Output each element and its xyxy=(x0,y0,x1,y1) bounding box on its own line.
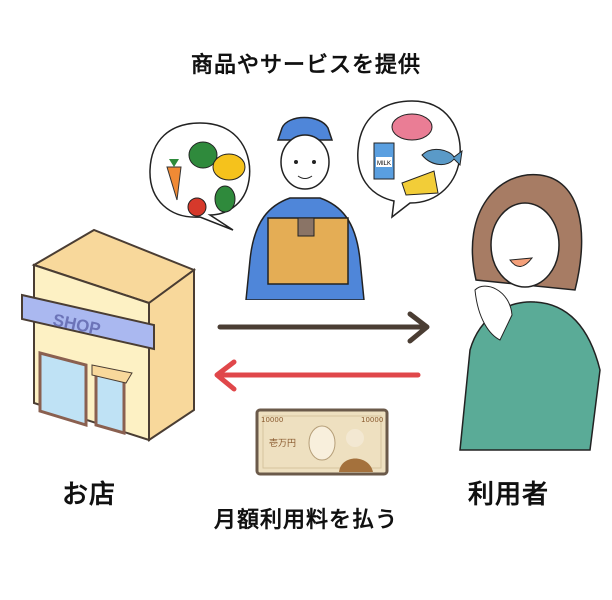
fish-icon xyxy=(421,148,463,167)
shop-label: お店 xyxy=(62,480,117,510)
pumpkin-icon xyxy=(212,153,246,181)
carrot-icon xyxy=(166,159,182,201)
svg-text:10000: 10000 xyxy=(261,416,283,424)
svg-text:10000: 10000 xyxy=(361,416,383,424)
courier-illustration xyxy=(245,116,365,300)
flow-arrows xyxy=(214,311,430,392)
cheese-icon xyxy=(401,170,439,196)
svg-text:壱万円: 壱万円 xyxy=(269,437,296,449)
vegetables-bubble xyxy=(149,122,251,231)
tomato-icon xyxy=(187,197,207,217)
green-pepper-icon xyxy=(188,141,218,169)
meat-icon xyxy=(391,113,433,141)
arrow-right-icon xyxy=(217,311,430,344)
arrow-left-icon xyxy=(214,359,421,392)
groceries-bubble: MILK xyxy=(357,100,463,219)
bell-pepper-icon xyxy=(214,185,236,213)
user-illustration xyxy=(459,173,601,451)
svg-text:MILK: MILK xyxy=(377,161,391,167)
banknote-icon: 10000 10000 壱万円 xyxy=(255,408,389,476)
payment-label: 月額利用料を払う xyxy=(213,508,398,533)
shop-building: SHOP xyxy=(21,228,197,442)
title: 商品やサービスを提供 xyxy=(190,53,421,78)
user-label: 利用者 xyxy=(468,480,550,510)
